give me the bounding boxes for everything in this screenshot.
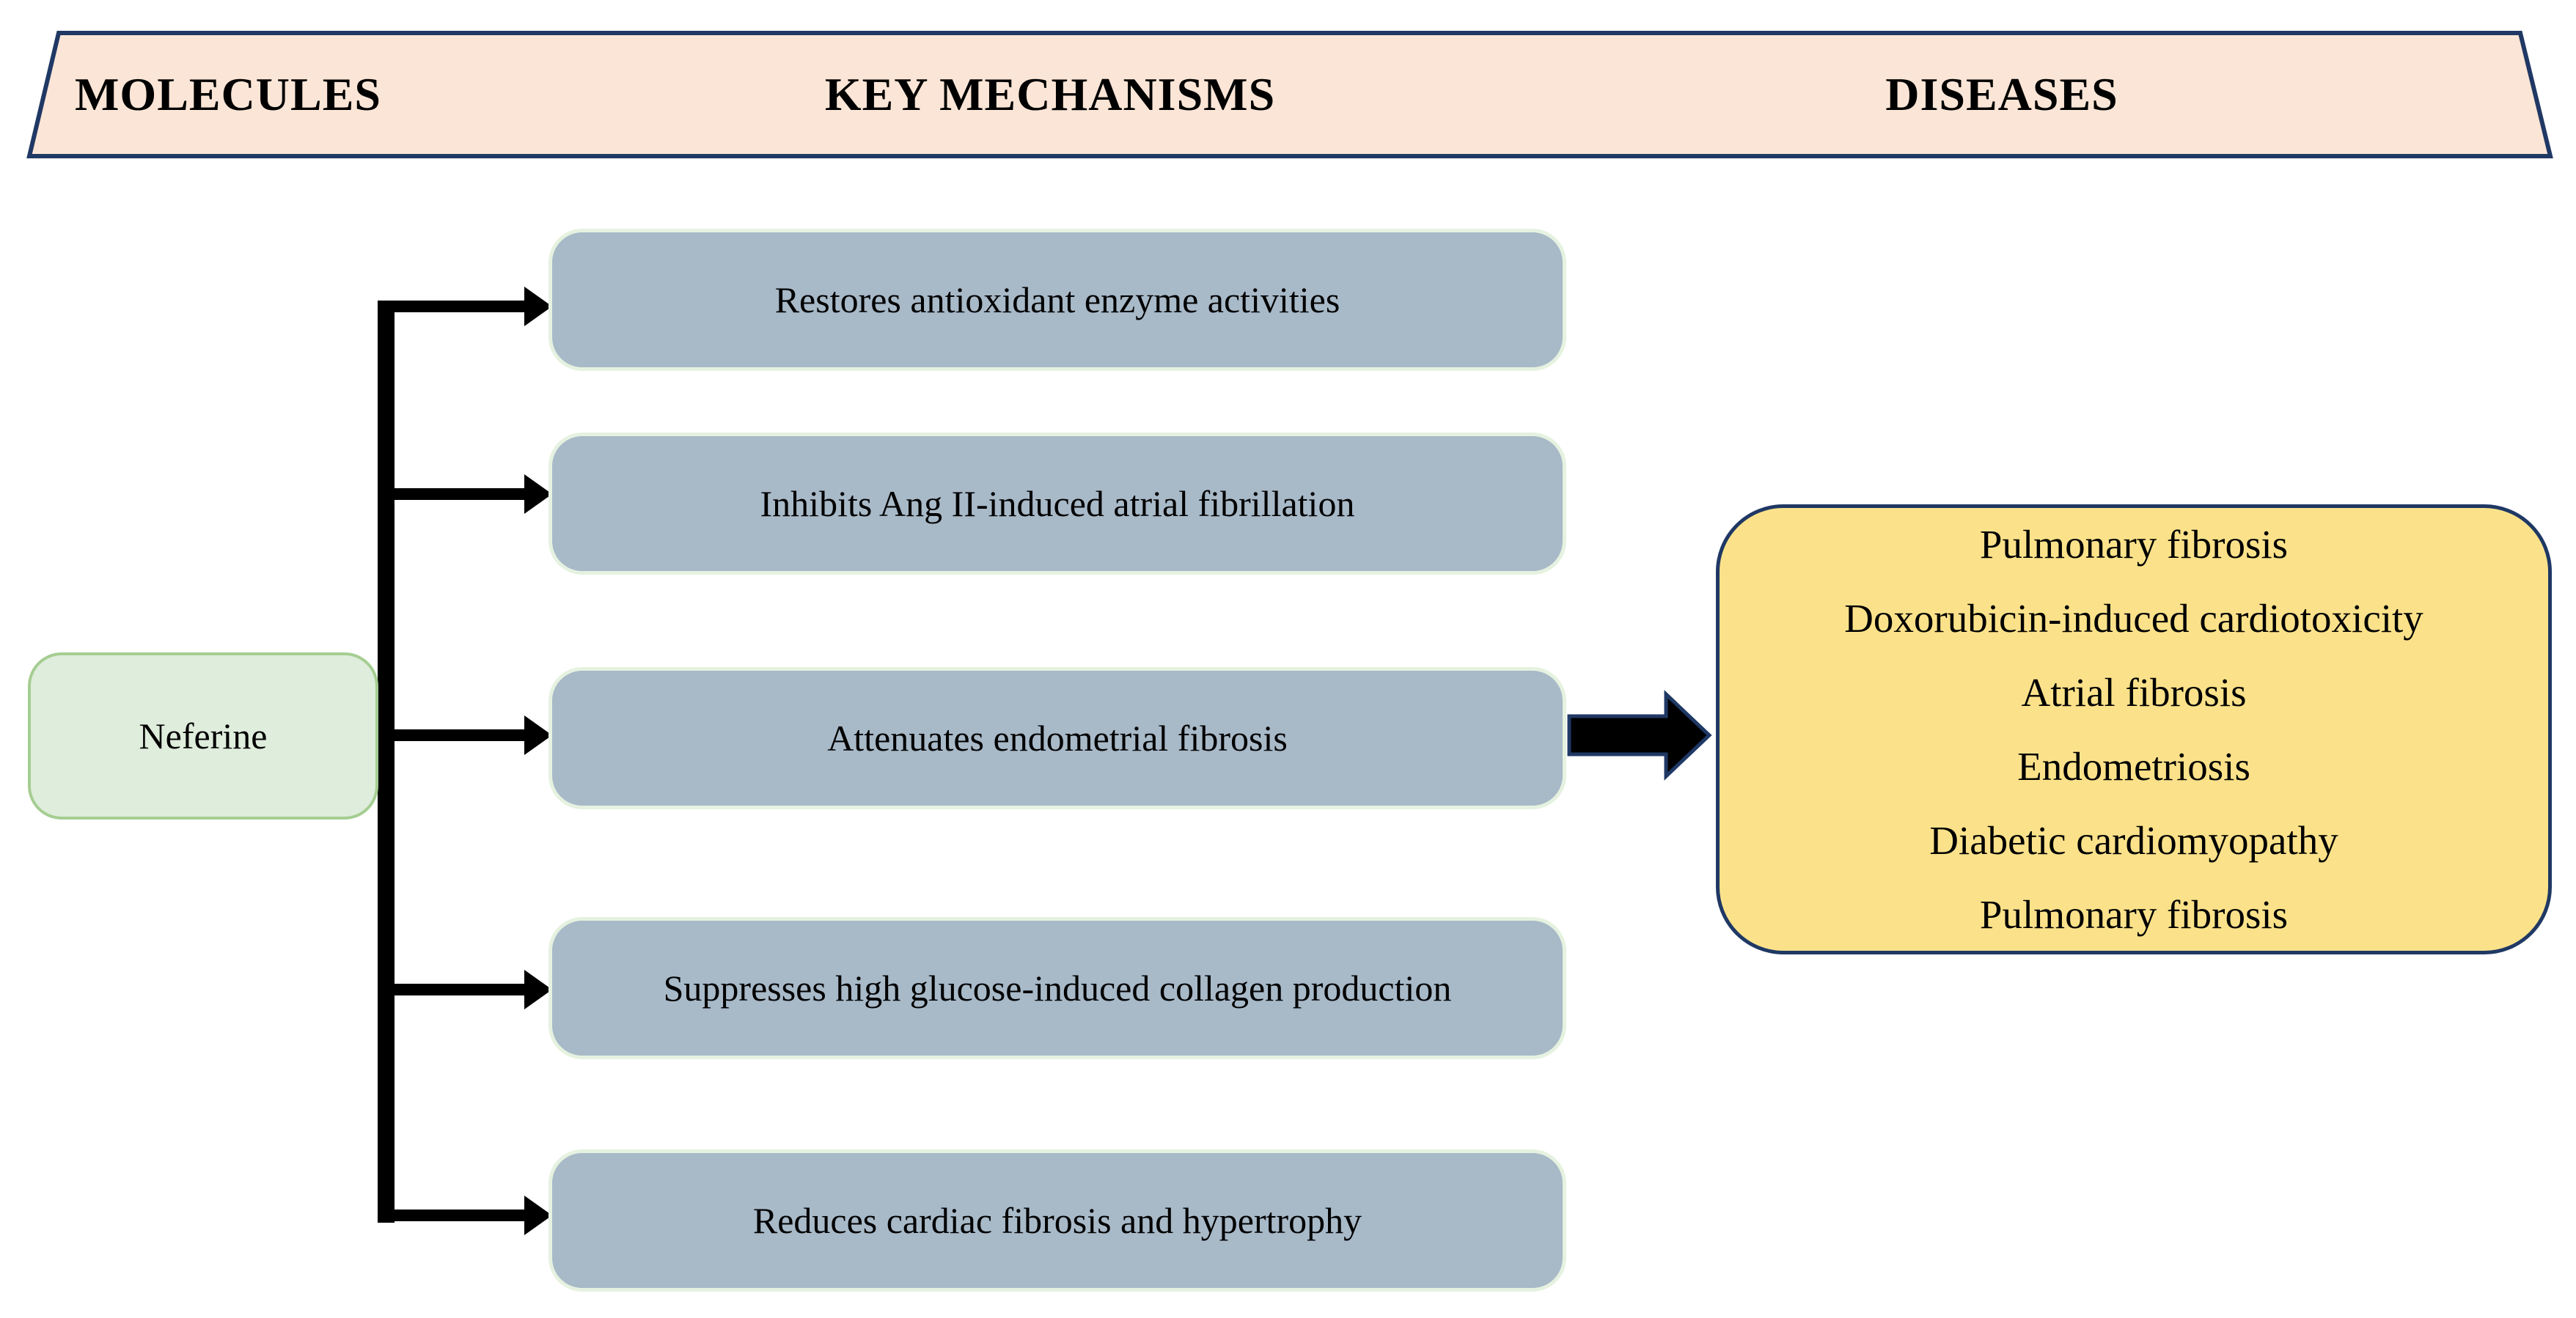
branch-arrow-right-icon-1 (378, 287, 552, 326)
column-header-molecules: MOLECULES (75, 68, 381, 120)
molecule-box-neferine: Neferine (28, 652, 378, 820)
mechanism-box-2: Inhibits Ang II-induced atrial fibrillat… (548, 432, 1566, 575)
mechanism-box-1: Restores antioxidant enzyme activities (548, 229, 1566, 371)
mechanism-box-4: Suppresses high glucose-induced collagen… (548, 917, 1566, 1059)
disease-item: Atrial fibrosis (2021, 670, 2247, 715)
diseases-box: Pulmonary fibrosis Doxorubicin-induced c… (1716, 504, 2552, 954)
mechanism-label: Restores antioxidant enzyme activities (774, 279, 1340, 320)
column-header-diseases: DISEASES (1885, 68, 2118, 120)
mechanism-box-5: Reduces cardiac fibrosis and hypertrophy (548, 1149, 1566, 1292)
header-banner-shape (26, 31, 2553, 158)
branch-arrow-right-icon-5 (378, 1196, 552, 1235)
mechanism-label: Suppresses high glucose-induced collagen… (663, 968, 1452, 1009)
disease-item: Doxorubicin-induced cardiotoxicity (1844, 596, 2423, 641)
disease-item: Pulmonary fibrosis (1979, 522, 2289, 567)
disease-item: Diabetic cardiomyopathy (1929, 818, 2338, 863)
mechanism-box-3: Attenuates endometrial fibrosis (548, 667, 1566, 809)
mechanism-label: Reduces cardiac fibrosis and hypertrophy (752, 1200, 1362, 1241)
disease-item: Endometriosis (2017, 744, 2250, 789)
branch-arrow-right-icon-4 (378, 970, 552, 1009)
disease-item: Pulmonary fibrosis (1979, 892, 2289, 937)
mechanism-label: Attenuates endometrial fibrosis (827, 718, 1288, 759)
column-header-key-mechanisms: KEY MECHANISMS (824, 68, 1276, 120)
branch-arrow-right-icon-2 (378, 474, 552, 514)
branch-arrow-right-icon-3 (378, 715, 552, 755)
molecule-label: Neferine (139, 715, 268, 756)
connector-trunk-line (378, 301, 395, 1223)
block-arrow-right-icon (1567, 690, 1712, 781)
mechanism-label: Inhibits Ang II-induced atrial fibrillat… (760, 483, 1355, 524)
